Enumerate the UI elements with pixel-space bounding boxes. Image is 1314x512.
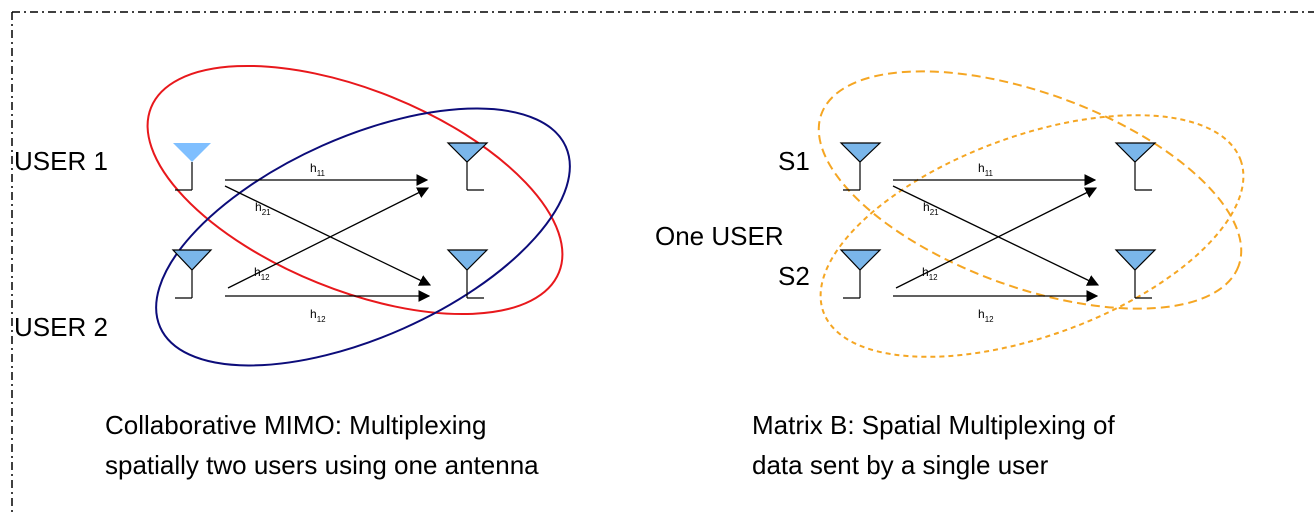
user1-label: USER 1 — [14, 146, 108, 176]
channel-label-h12-cross: h12 — [922, 265, 938, 282]
channel-label-h21: h21 — [923, 200, 939, 217]
right-caption-line2: data sent by a single user — [752, 450, 1049, 480]
antenna-icon — [173, 143, 211, 191]
antenna-icon — [1114, 142, 1157, 191]
left-caption-line2: spatially two users using one antenna — [105, 450, 539, 480]
arrow-h21 — [892, 185, 1100, 286]
arrow-h12-cross — [227, 187, 430, 289]
channel-label-h12: h12 — [310, 307, 326, 324]
channel-label-h12-cross: h12 — [254, 265, 270, 282]
antenna-icon — [839, 142, 882, 191]
antenna-icon — [446, 142, 489, 191]
channel-label-h11: h11 — [310, 161, 326, 178]
user-ellipse-upper — [817, 70, 1243, 310]
right-diagram: S1 One USER S2 h11 h21 h12 h12 Matrix B:… — [655, 70, 1245, 480]
s2-label: S2 — [778, 261, 810, 291]
user-ellipse-lower — [819, 114, 1245, 358]
s1-label: S1 — [778, 146, 810, 176]
arrow-h12-cross — [895, 187, 1098, 289]
antenna-icon — [446, 249, 489, 299]
channel-label-h11: h11 — [978, 161, 994, 178]
one-user-label: One USER — [655, 221, 784, 251]
antenna-icon — [1114, 249, 1157, 299]
left-diagram: USER 1 USER 2 h11 h21 h12 h12 Collaborat… — [14, 64, 571, 480]
left-caption-line1: Collaborative MIMO: Multiplexing — [105, 410, 486, 440]
right-caption-line1: Matrix B: Spatial Multiplexing of — [752, 410, 1115, 440]
user1-ellipse — [146, 64, 564, 316]
channel-label-h21: h21 — [255, 200, 271, 217]
user2-label: USER 2 — [14, 312, 108, 342]
antenna-icon — [839, 249, 882, 299]
channel-label-h12: h12 — [978, 307, 994, 324]
user2-ellipse — [155, 107, 571, 367]
arrow-h21 — [224, 185, 432, 286]
antenna-icon — [171, 249, 213, 299]
